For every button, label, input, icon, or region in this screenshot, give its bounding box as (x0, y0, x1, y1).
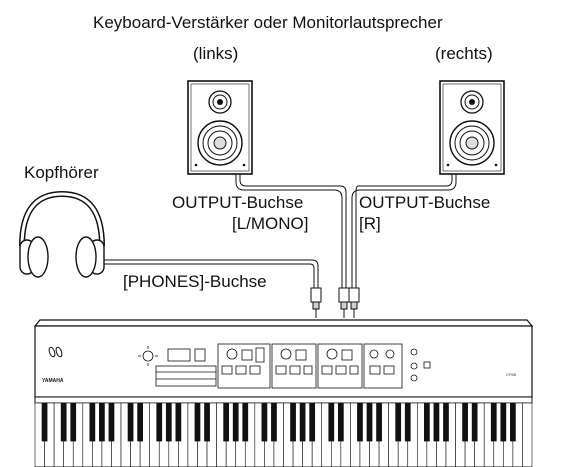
black-key (490, 403, 497, 442)
headphones-label: Kopfhörer (24, 163, 99, 182)
control-panel (138, 343, 431, 389)
black-key (60, 403, 67, 442)
black-key (423, 403, 430, 442)
black-key (137, 403, 144, 442)
speaker-right-label: (rechts) (435, 44, 493, 63)
black-key (337, 403, 344, 442)
speakers-title: Keyboard-Verstärker oder Monitorlautspre… (93, 13, 443, 32)
black-key (271, 403, 277, 442)
black-key (366, 403, 373, 442)
speaker-cables (235, 174, 457, 290)
speaker-right (439, 80, 505, 175)
output-right-channel-label: [R] (359, 214, 381, 233)
black-key (299, 403, 306, 442)
white-key (522, 402, 533, 467)
jack-plugs (310, 287, 360, 318)
speaker-left (187, 80, 253, 175)
knob-icon (55, 346, 63, 358)
black-key (232, 403, 239, 442)
black-key (99, 403, 105, 442)
black-key (290, 403, 296, 442)
brand-logo: YAMAHA (42, 378, 64, 384)
black-key (309, 403, 316, 442)
black-key (404, 403, 411, 442)
black-key (261, 403, 268, 442)
black-key (108, 403, 115, 442)
black-key (433, 403, 440, 442)
black-key (462, 403, 468, 442)
black-key (70, 403, 77, 442)
black-key (89, 403, 96, 442)
black-key (395, 403, 402, 442)
black-key (357, 403, 363, 442)
output-left-channel-label: [L/MONO] (232, 214, 309, 233)
black-key (376, 403, 382, 442)
headphones-illustration (19, 190, 105, 278)
black-key (443, 403, 449, 442)
knob-icon (48, 346, 56, 358)
output-left-label: OUTPUT-Buchse (172, 193, 304, 212)
black-key (156, 403, 163, 442)
keybed (34, 402, 533, 467)
headphone-cable (104, 259, 319, 290)
speaker-left-label: (links) (193, 44, 239, 63)
black-key (471, 403, 478, 442)
black-key (127, 403, 134, 442)
black-key (194, 403, 201, 442)
black-key (223, 403, 230, 442)
black-key (328, 403, 335, 442)
stage-piano: YAMAHA CP88 (33, 319, 534, 467)
black-key (165, 403, 172, 442)
black-key (500, 403, 507, 442)
black-key (510, 403, 516, 442)
output-right-label: OUTPUT-Buchse (359, 193, 491, 212)
phones-jack-label: [PHONES]-Buchse (123, 272, 267, 291)
black-key (175, 403, 182, 442)
model-label: CP88 (506, 372, 517, 377)
black-key (242, 403, 249, 442)
black-key (41, 403, 48, 442)
black-key (204, 403, 210, 442)
